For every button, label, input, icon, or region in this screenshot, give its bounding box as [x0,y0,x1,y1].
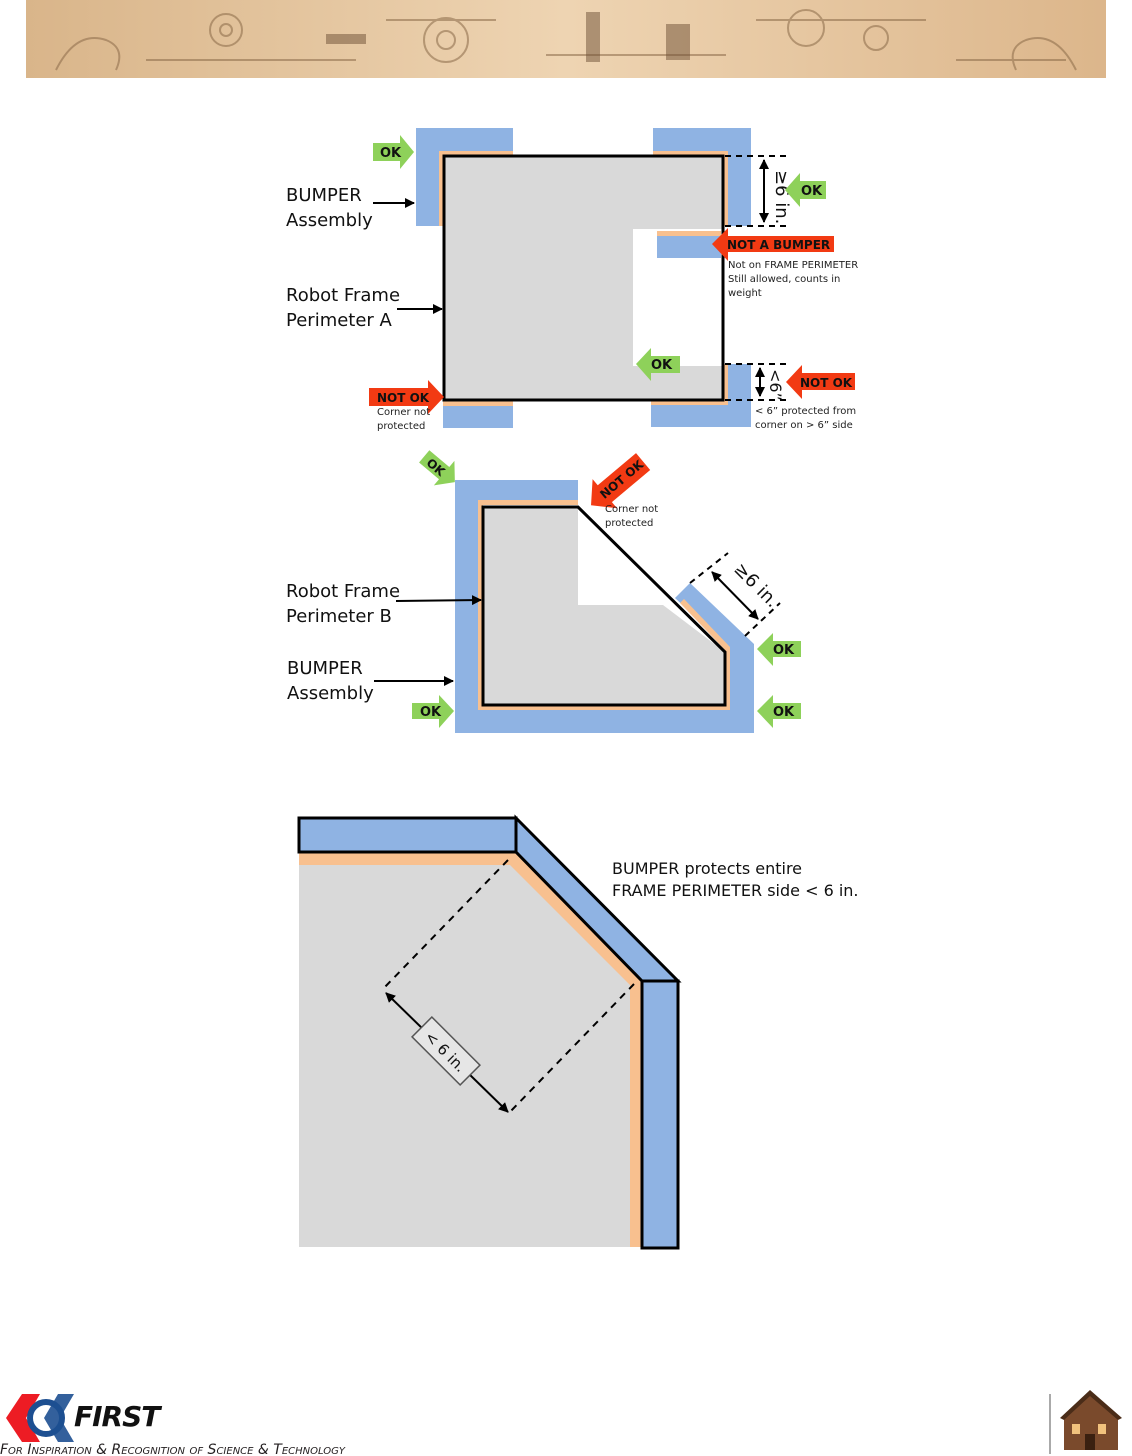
not-ok-arrow-bottom-left: NOT OK [369,380,444,414]
svg-text:NOT OK: NOT OK [597,457,646,502]
house-icon [1060,1390,1122,1450]
svg-text:OK: OK [801,184,823,199]
corner-not-protected-b-1: Corner not [605,504,658,515]
bumper-top-left [416,128,513,226]
frame-perimeter-b [483,507,725,705]
dim-bottom-label: <6” [766,369,785,401]
ok-arrow-top-left: OK [373,135,414,169]
not-a-bumper-note-2: Still allowed, counts in [728,274,840,285]
frame-perimeter-b-label-2: Perimeter B [286,606,392,627]
frame-perimeter-a-label-2: Perimeter A [286,310,393,331]
bumper-c-top [297,816,518,854]
bumper-c-right [640,979,680,1250]
first-logo: FIRST [6,1394,163,1442]
svg-text:NOT OK: NOT OK [800,376,853,390]
corner-not-protected-a-2: protected [377,421,425,432]
diagram-a: ≥6 in. <6” OK OK OK NOT OK Corner not pr… [286,128,858,432]
dimension-top: ≥6 in. [725,155,792,227]
bumper-bottom-right [651,364,751,427]
ok-arrow-b-bottom-left: OK [412,695,454,728]
frame-perimeter-a [444,156,723,400]
frame-perimeter-a-label-1: Robot Frame [286,285,400,306]
bumper-top-right [653,128,751,226]
svg-text:OK: OK [773,705,795,720]
svg-text:OK: OK [380,146,402,161]
bumper-bottom-left [443,406,513,428]
svg-text:OK: OK [651,358,673,373]
ok-arrow-b-bottom-right: OK [757,695,801,728]
diagram-c-note-1: BUMPER protects entire [612,859,802,878]
header-banner [26,0,1106,78]
protected-note-2: corner on > 6” side [755,420,853,431]
not-a-bumper-backing [657,231,721,236]
dim-top-label: ≥6 in. [771,170,792,224]
protected-note-1: < 6” protected from [755,406,856,417]
frame-perimeter-b-label-1: Robot Frame [286,581,400,602]
svg-text:NOT OK: NOT OK [377,391,430,405]
first-logo-text: FIRST [74,1400,162,1433]
not-ok-arrow-right: NOT OK [786,365,855,399]
bumper-b-outer [455,480,754,733]
bumper-assembly-label-b-1: BUMPER [287,658,363,679]
not-a-bumper-note-1: Not on FRAME PERIMETER [728,260,858,271]
not-a-bumper-note-3: weight [728,288,762,299]
ok-arrow-b-right: OK [757,633,801,666]
corner-not-protected-b-2: protected [605,518,653,529]
bumper-bottom-left-backing [443,401,513,406]
bumper-assembly-label-a-2: Assembly [286,210,373,231]
bumper-assembly-label-b-2: Assembly [287,683,374,704]
not-a-bumper-arrow: NOT A BUMPER [712,228,834,261]
ok-arrow-top-right: OK [785,173,826,207]
diagram-c: < 6 in. BUMPER protects entire FRAME PER… [297,814,859,1250]
footer: FIRST For Inspiration & Recognition of S… [0,1390,1122,1456]
dimension-bottom: <6” [725,363,790,401]
corner-not-protected-a-1: Corner not [377,407,430,418]
bumper-assembly-label-a-1: BUMPER [286,185,362,206]
ok-arrow-inner: OK [636,348,680,381]
not-a-bumper-piece [657,236,721,258]
svg-text:OK: OK [773,643,795,658]
footer-tagline: For Inspiration & Recognition of Science… [0,1442,346,1456]
svg-text:OK: OK [420,705,442,720]
diagram-c-note-2: FRAME PERIMETER side < 6 in. [612,881,859,900]
diagram-b: ≥6 in. OK OK OK OK NOT OK Corner not pro… [286,450,801,733]
frame-perimeter-b-outline [481,505,727,707]
bumper-rules-diagram: ≥6 in. <6” OK OK OK NOT OK Corner not pr… [286,128,859,1250]
svg-text:NOT A BUMPER: NOT A BUMPER [727,238,830,252]
dim-b-label: ≥6 in. [729,559,782,612]
frame-perimeter-a-outline [442,154,725,402]
